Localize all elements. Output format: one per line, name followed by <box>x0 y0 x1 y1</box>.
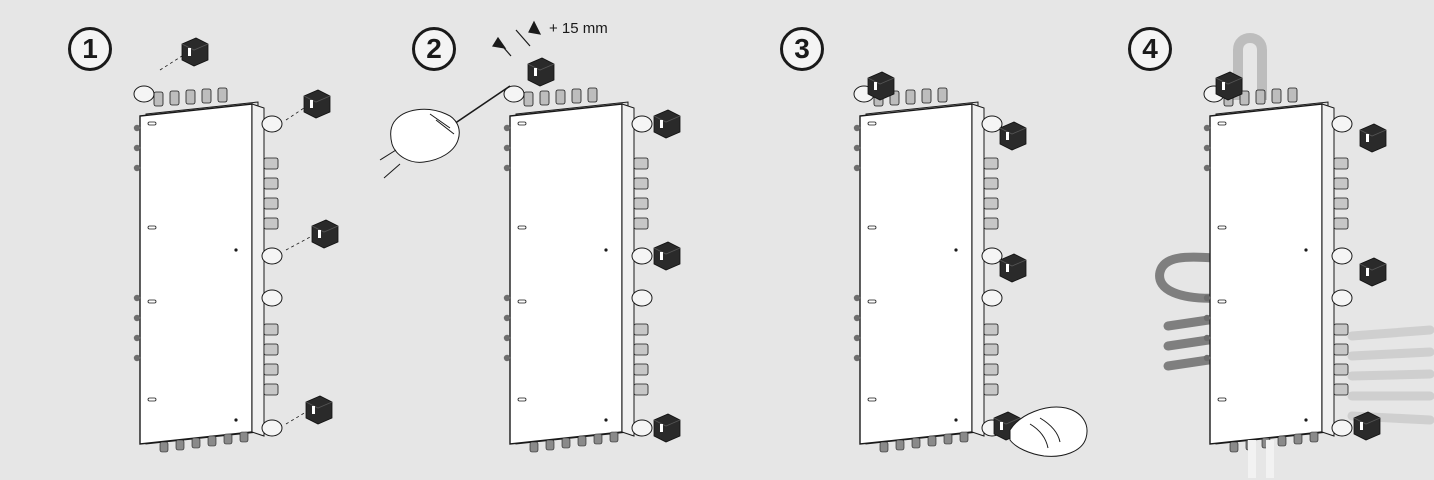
step-4-badge: 4 <box>1128 27 1172 71</box>
step-4-cap-top <box>1215 71 1243 101</box>
step-4-right-cables <box>1347 325 1434 425</box>
screwdriver-hand <box>379 85 511 179</box>
step-1-cap-top <box>181 37 209 67</box>
step-4-top-cables <box>1233 33 1267 100</box>
step-1-cap-upper-right <box>303 89 331 119</box>
step-3-cap-top <box>867 71 895 101</box>
dimension-label: + 15 mm <box>549 20 608 37</box>
step-3-cap-upper-right <box>999 121 1027 151</box>
step-2-device <box>503 85 653 453</box>
step-3-badge: 3 <box>780 27 824 71</box>
step-4-bottom-cables <box>1248 440 1274 478</box>
step-1-cap-mid-right <box>311 219 339 249</box>
step-3-hand <box>1009 406 1088 457</box>
step-2-badge: 2 <box>412 27 456 71</box>
step-4-cap-upper-right <box>1359 123 1387 153</box>
step-2-cap-lower-right <box>653 413 681 443</box>
step-4-cap-lower-right <box>1353 411 1381 441</box>
step-2-cap-top <box>527 57 555 87</box>
step-2-number: 2 <box>426 33 442 64</box>
dimension-arrows <box>492 20 542 57</box>
step-1-cap-lower-right <box>305 395 333 425</box>
step-2-cap-upper-right <box>653 109 681 139</box>
step-1-badge: 1 <box>68 27 112 71</box>
step-3-device <box>853 85 1003 453</box>
step-3-cap-mid-right <box>999 253 1027 283</box>
step-1-number: 1 <box>82 33 98 64</box>
step-4-number: 4 <box>1142 33 1158 64</box>
step-4-cap-mid-right <box>1359 257 1387 287</box>
step-1-device <box>133 85 283 453</box>
step-2-cap-mid-right <box>653 241 681 271</box>
step-1-guide-lines <box>159 55 313 425</box>
step-4-device <box>1203 85 1353 453</box>
step-3-number: 3 <box>794 33 810 64</box>
